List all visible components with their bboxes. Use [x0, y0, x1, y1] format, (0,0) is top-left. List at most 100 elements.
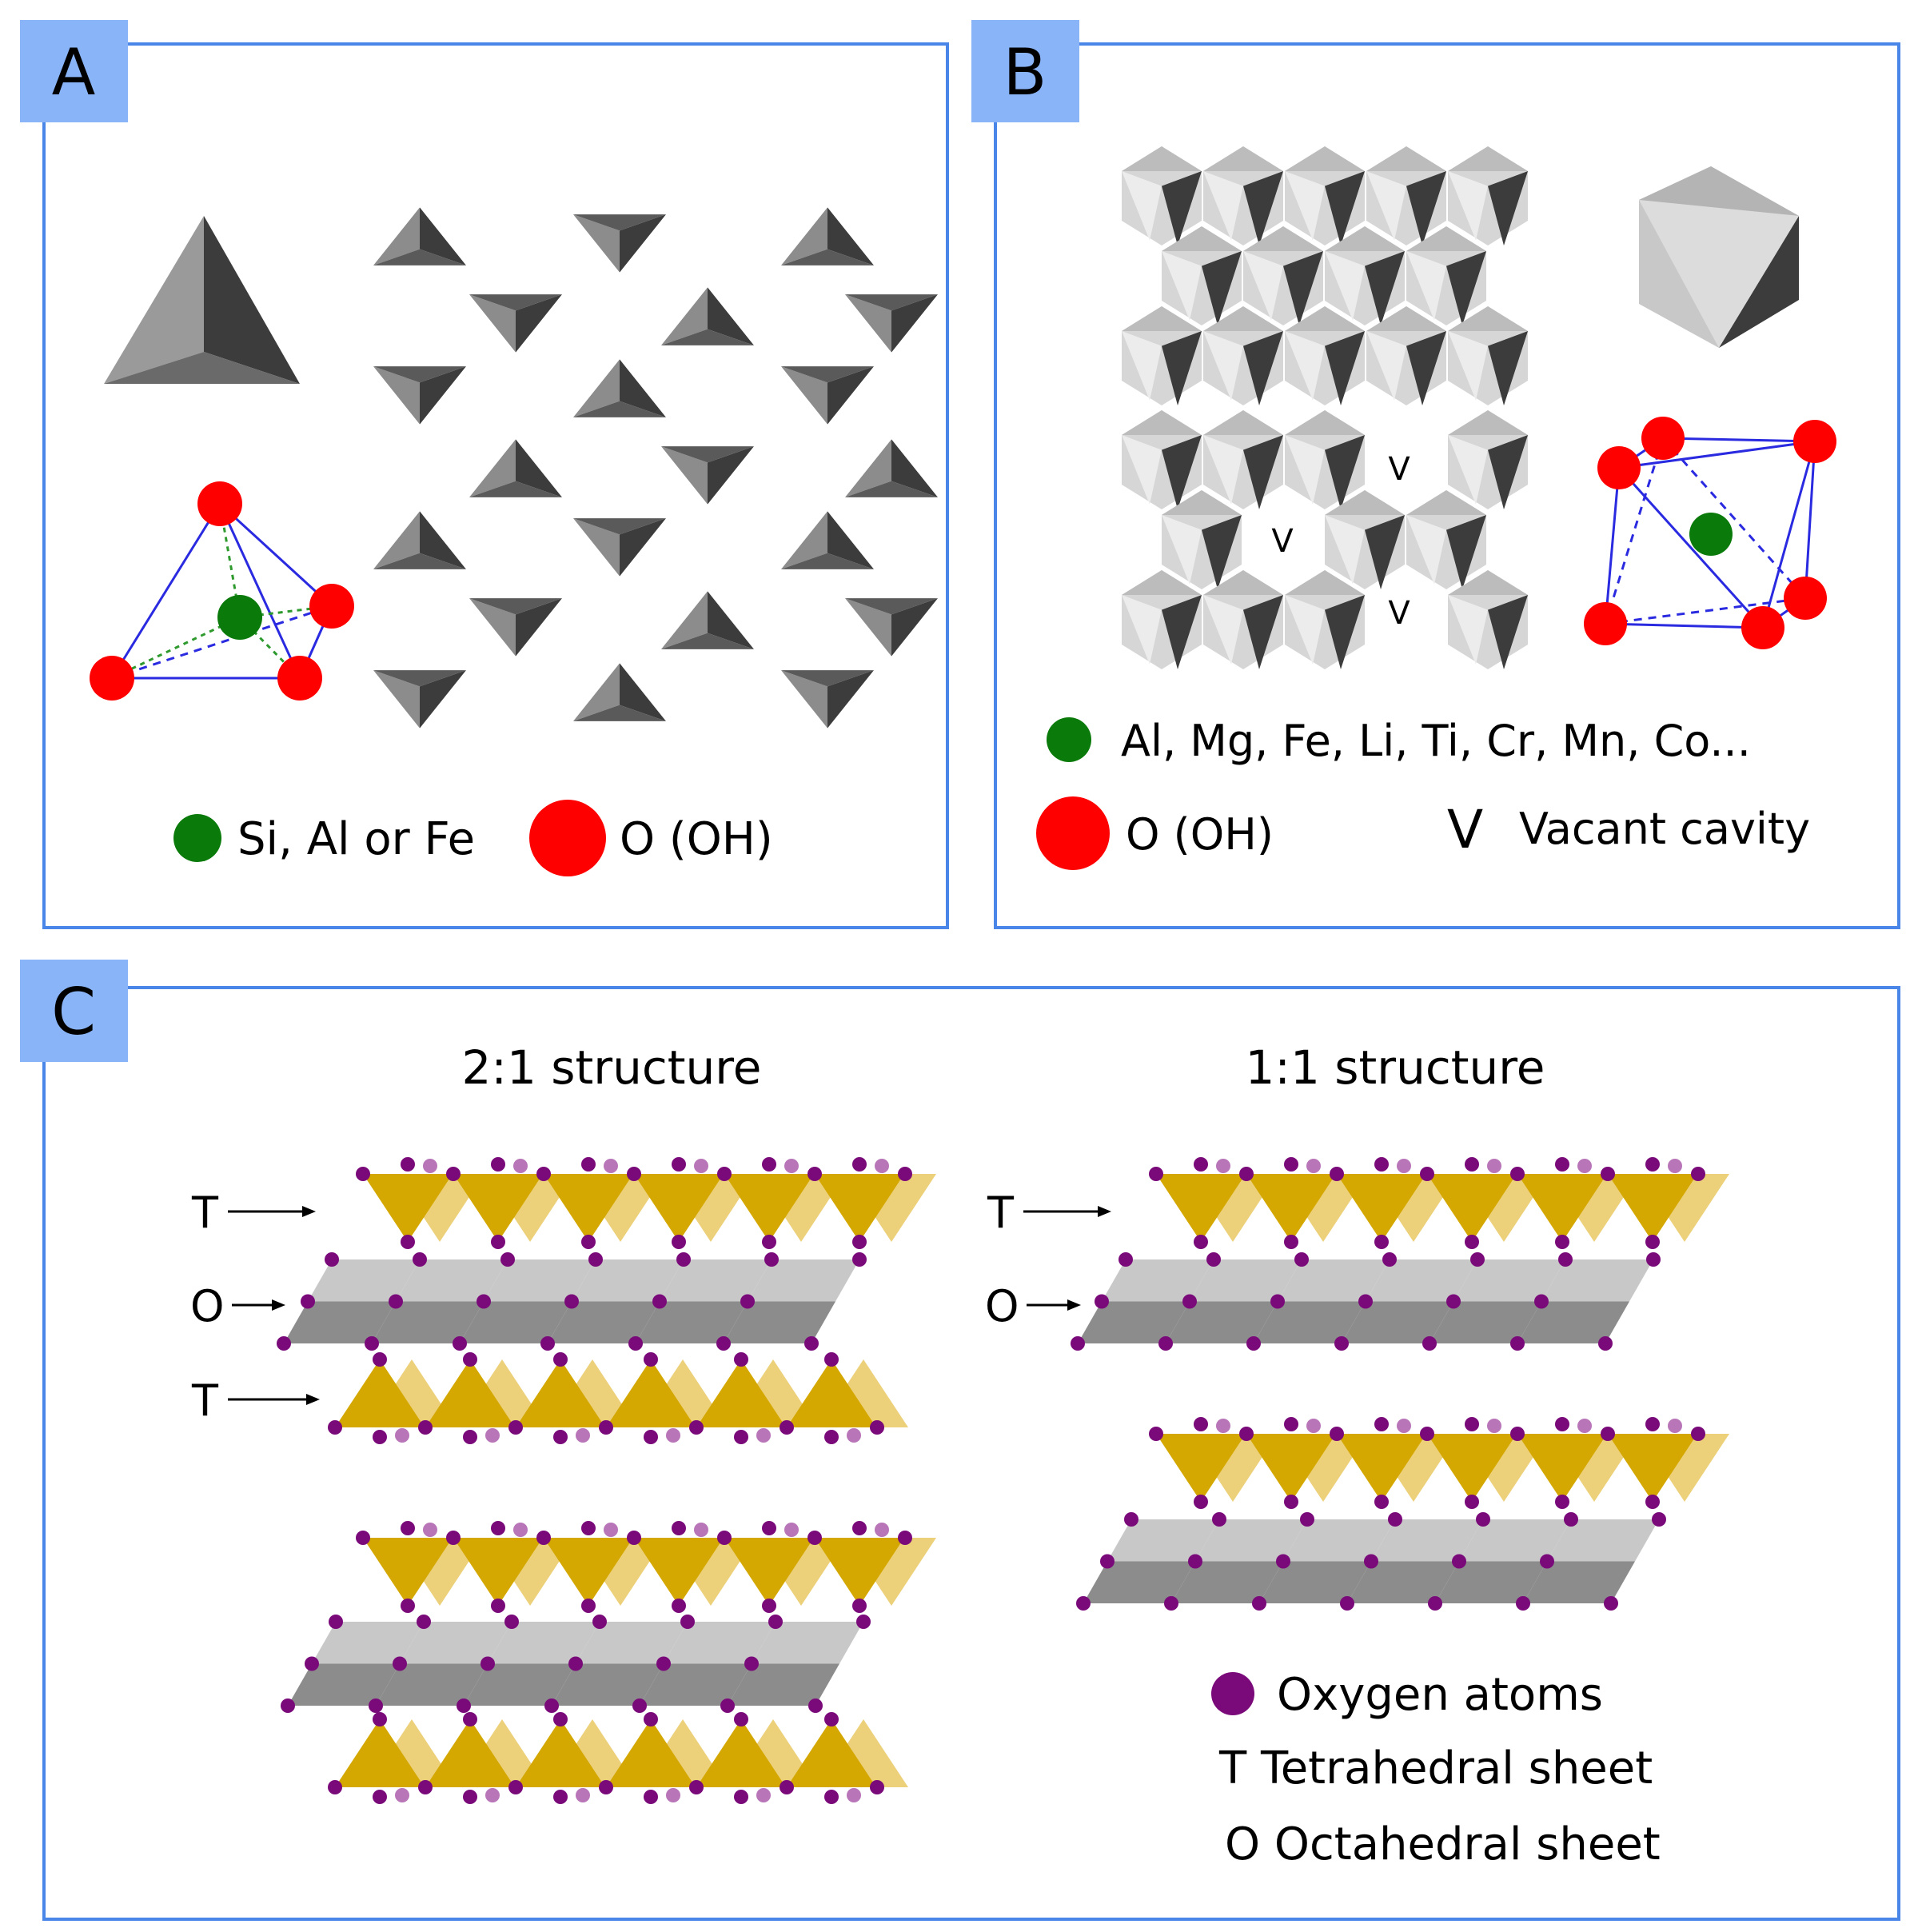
- tetrahedron-face: [827, 207, 874, 265]
- octahedron-face: [1365, 515, 1405, 589]
- oxygen-atom: [627, 1167, 641, 1181]
- octahedron-face: [1102, 1259, 1214, 1302]
- octahedron-face: [1203, 595, 1243, 665]
- octahedron-face: [660, 1259, 772, 1302]
- tetrahedron-face: [845, 598, 891, 657]
- oxygen-atom: [1476, 1512, 1490, 1527]
- tetrahedron-face: [708, 591, 754, 649]
- tetrahedron-ball-stick: [90, 481, 354, 701]
- oxygen-atom: [1284, 1495, 1298, 1509]
- octahedron-face: [1517, 1301, 1629, 1343]
- octahedron-face: [1162, 171, 1202, 245]
- octahedron-face: [1203, 410, 1283, 435]
- tetrahedron: [544, 1538, 633, 1606]
- octahedron-face: [1371, 1519, 1483, 1562]
- oxygen-atom: [395, 1428, 409, 1443]
- oxygen-atom: [418, 1780, 433, 1794]
- octahedron-face: [1325, 435, 1365, 509]
- octahedron-face: [1202, 515, 1242, 589]
- octahedron-face: [1078, 1301, 1190, 1343]
- tetrahedron-face: [573, 214, 620, 273]
- oxygen-atom: [689, 1780, 704, 1794]
- legend-a-cation-dot: [173, 814, 221, 862]
- oxygen-atom: [852, 1157, 867, 1172]
- oxygen-atom: [1645, 1235, 1660, 1249]
- tetrahedron-face: [620, 214, 666, 273]
- svg-text:T: T: [987, 1188, 1015, 1238]
- oxygen-atom: [1397, 1159, 1411, 1173]
- tetrahedron: [425, 1719, 515, 1787]
- svg-text:T: T: [191, 1375, 219, 1426]
- svg-text:O: O: [190, 1281, 225, 1331]
- oxygen-atom: [824, 1430, 839, 1444]
- label-t-bottom-2-1: T: [191, 1375, 320, 1426]
- oxygen-atom: [1555, 1235, 1569, 1249]
- oxygen-atom: [1374, 1157, 1389, 1172]
- tetrahedron-face: [420, 511, 466, 569]
- octahedron-face: [1366, 146, 1446, 171]
- oxygen-atom: [1358, 1294, 1373, 1309]
- panel-b-tab: B: [971, 20, 1079, 122]
- panel-a-tab: A: [20, 20, 128, 122]
- octahedron-face: [1347, 1561, 1459, 1603]
- tetrahedron-face: [620, 663, 666, 721]
- oxygen-atom: [1212, 1512, 1226, 1527]
- oxygen-atom: [734, 1430, 748, 1444]
- oxygen-atom: [694, 1159, 708, 1173]
- octahedron-face: [376, 1663, 488, 1706]
- octahedron-face: [1122, 410, 1202, 435]
- oxygen-atom: [393, 1656, 407, 1671]
- oxygen-atom: [581, 1235, 596, 1249]
- panel-a-letter: A: [52, 35, 96, 110]
- tetrahedron: [453, 1538, 543, 1606]
- octahedron-face: [1406, 171, 1446, 245]
- oxygen-atom: [740, 1294, 755, 1309]
- tetrahedron-face: [420, 670, 466, 728]
- octahedron-face: [1243, 435, 1283, 509]
- tetrahedron-face: [781, 511, 827, 569]
- oxygen-atom: [395, 1788, 409, 1802]
- tetrahedron-face: [708, 287, 754, 345]
- oxygen-atom: [1119, 1252, 1133, 1267]
- oxygen-atom: [784, 1523, 799, 1537]
- oxygen-atom: [356, 1531, 370, 1545]
- panel-b-frame: [994, 42, 1900, 929]
- oxygen-atom: [824, 1352, 839, 1367]
- octahedron-face: [460, 1301, 572, 1343]
- oxygen-atom: [644, 1712, 658, 1726]
- oxygen-atom: [1330, 1427, 1344, 1441]
- oxygen-atom: [756, 1788, 771, 1802]
- legend-a-anion-dot: [529, 800, 606, 876]
- oxygen-atom: [453, 1336, 467, 1351]
- tetrahedron-face: [781, 207, 827, 265]
- tetrahedron: [815, 1538, 904, 1606]
- oxygen-atom: [1374, 1417, 1389, 1431]
- octahedron-face: [1325, 490, 1405, 515]
- tetrahedral-sheet-hexagonal: [373, 207, 938, 728]
- octahedron-face: [1406, 251, 1446, 321]
- octahedron-face: [1448, 331, 1488, 401]
- oxygen-atom: [1388, 1512, 1402, 1527]
- octahedron-face: [1254, 1301, 1366, 1343]
- octahedron-face: [1366, 171, 1406, 241]
- oxygen-atom: [1577, 1419, 1592, 1433]
- octahedron-face: [1285, 331, 1325, 401]
- svg-text:T: T: [191, 1188, 219, 1238]
- oxygen-atom: [365, 1336, 379, 1351]
- oxygen-atom: [1510, 1167, 1525, 1181]
- octahedron-face: [1122, 331, 1162, 401]
- tetrahedron-face: [573, 705, 666, 721]
- oxygen-atom: [1555, 1157, 1569, 1172]
- octahedron-face: [1325, 171, 1365, 245]
- octahedron-face: [1122, 595, 1162, 665]
- oxygen-atom: [898, 1531, 912, 1545]
- oxygen-atom: [581, 1521, 596, 1535]
- octahedron-face: [1325, 331, 1365, 405]
- oxygen-atom: [1420, 1427, 1434, 1441]
- oxygen-atom: [599, 1420, 613, 1435]
- legend-c-tetrahedral-label: T Tetrahedral sheet: [1218, 1742, 1653, 1794]
- tetrahedron-face: [827, 366, 874, 425]
- octahedron-face: [1203, 435, 1243, 505]
- oxygen-atom: [764, 1252, 779, 1267]
- octahedron-face: [664, 1622, 776, 1664]
